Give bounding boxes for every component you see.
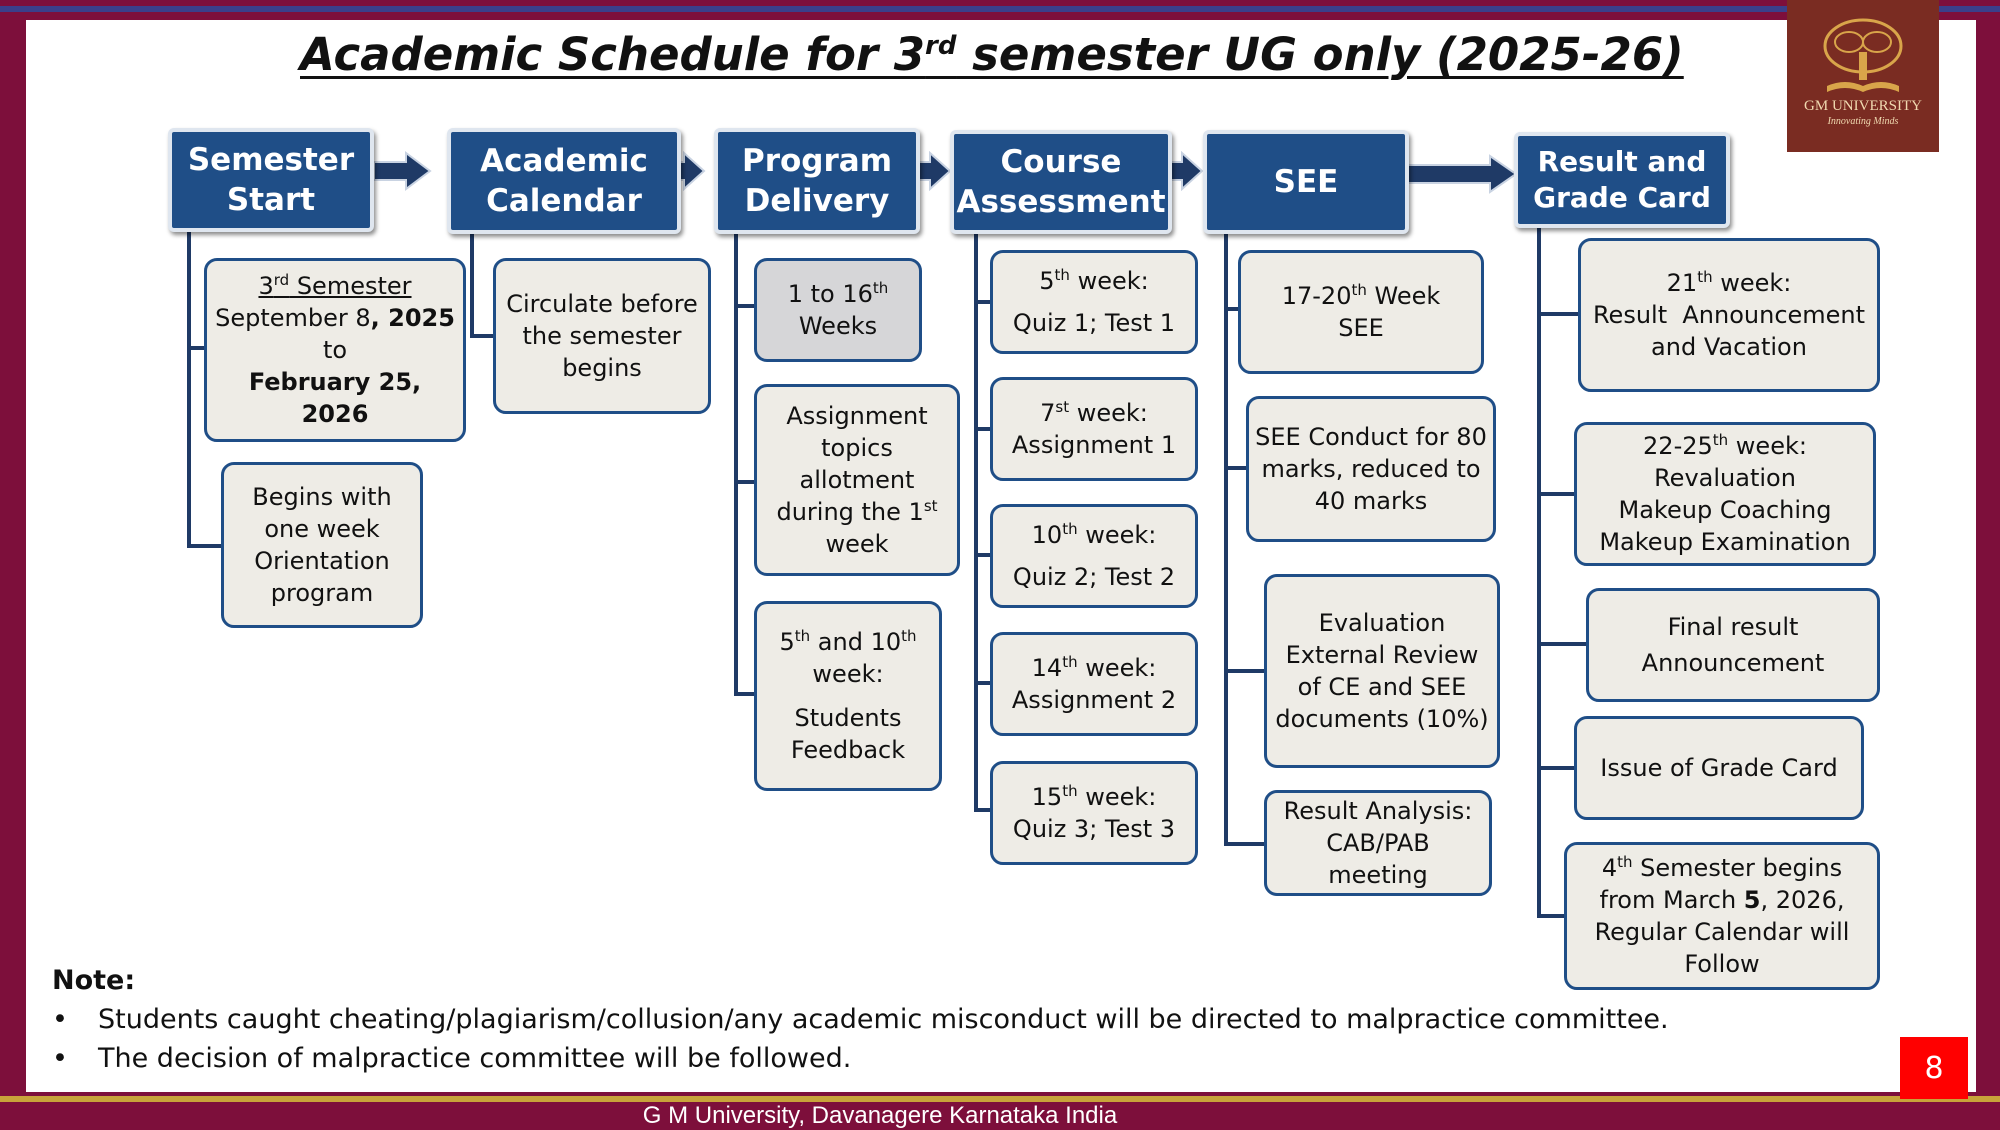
connector-line: [734, 230, 738, 696]
assessment-week-box: 7st week: Assignment 1: [990, 377, 1198, 481]
note-section: Note: •Students caught cheating/plagiari…: [52, 965, 1669, 1082]
tree-book-icon: [1823, 18, 1903, 92]
page-number: 8: [1900, 1037, 1968, 1099]
program-weeks-box: 1 to 16th Weeks: [754, 258, 922, 362]
connector-line: [1537, 642, 1587, 646]
final-result-box: Final result Announcement: [1586, 588, 1880, 702]
connector-line: [974, 427, 992, 431]
page-title: Academic Schedule for 3rd semester UG on…: [300, 28, 1684, 81]
connector-line: [974, 300, 992, 304]
result-week21-box: 21th week: Result Announcement and Vacat…: [1578, 238, 1880, 392]
arrow-right-icon: [373, 151, 432, 191]
connector-line: [974, 681, 992, 685]
result-analysis-box: Result Analysis: CAB/PAB meeting: [1264, 790, 1492, 896]
assessment-week-box: 10th week: Quiz 2; Test 2: [990, 504, 1198, 608]
connector-line: [734, 480, 756, 484]
assignment-allotment-box: Assignment topics allotment during the 1…: [754, 384, 960, 576]
connector-line: [734, 304, 756, 308]
circulate-box: Circulate before the semester begins: [493, 258, 711, 414]
connector-line: [1224, 307, 1240, 311]
see-conduct-box: SEE Conduct for 80 marks, reduced to 40 …: [1246, 396, 1496, 542]
note-title: Note:: [52, 965, 136, 996]
connector-line: [1224, 842, 1266, 846]
students-feedback-box: 5th and 10th week: Students Feedback: [754, 601, 942, 791]
connector-line: [974, 230, 978, 812]
connector-line: [734, 692, 756, 696]
see-weeks-box: 17-20th Week SEE: [1238, 250, 1484, 374]
connector-line: [974, 553, 992, 557]
note-item: •Students caught cheating/plagiarism/col…: [52, 1004, 1669, 1035]
connector-line: [1537, 492, 1577, 496]
semester-dates-box: 3rd Semester September 8, 2025 to Februa…: [204, 258, 466, 442]
connector-line: [1537, 914, 1567, 918]
connector-line: [1537, 766, 1575, 770]
assessment-week-box: 5th week: Quiz 1; Test 1: [990, 250, 1198, 354]
connector-line: [1224, 230, 1228, 846]
connector-line: [1224, 669, 1266, 673]
connector-line: [470, 334, 494, 338]
arrow-right-icon: [1405, 154, 1518, 194]
footer-text: G M University, Davanagere Karnataka Ind…: [642, 1102, 1118, 1129]
connector-line: [974, 808, 992, 812]
assessment-week-box: 14th week: Assignment 2: [990, 632, 1198, 736]
assessment-week-box: 15th week: Quiz 3; Test 3: [990, 761, 1198, 865]
connector-line: [1224, 466, 1248, 470]
connector-line: [187, 346, 207, 350]
logo-tagline: Innovating Minds: [1827, 116, 1899, 127]
next-semester-box: 4th Semester begins from March 5, 2026, …: [1564, 842, 1880, 990]
logo-name: GM UNIVERSITY: [1804, 98, 1922, 114]
result-week22-box: 22-25th week: Revaluation Makeup Coachin…: [1574, 422, 1876, 566]
connector-line: [470, 230, 474, 338]
connector-line: [187, 230, 191, 548]
see-evaluation-box: Evaluation External Review of CE and SEE…: [1264, 574, 1500, 768]
orientation-box: Begins with one week Orientation program: [221, 462, 423, 628]
connector-line: [1537, 312, 1581, 316]
connector-line: [1537, 224, 1541, 918]
university-logo: GM UNIVERSITY Innovating Minds: [1787, 0, 1939, 152]
grade-card-box: Issue of Grade Card: [1574, 716, 1864, 820]
frame-top-line: [0, 6, 2000, 12]
connector-line: [187, 544, 221, 548]
frame-bottom-line: [0, 1096, 2000, 1102]
header-see: SEE: [1203, 130, 1409, 234]
note-item: •The decision of malpractice committee w…: [52, 1043, 852, 1074]
